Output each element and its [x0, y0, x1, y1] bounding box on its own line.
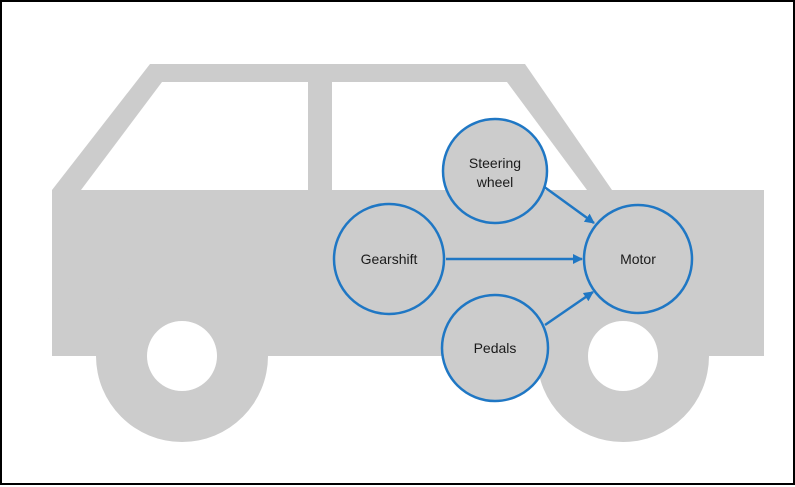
- node-label-pedals: Pedals: [474, 340, 517, 356]
- node-gearshift: Gearshift: [332, 202, 446, 316]
- node-circle: [441, 117, 549, 225]
- node-motor: Motor: [582, 203, 694, 315]
- node-circle: [440, 293, 550, 403]
- rear-window: [81, 82, 308, 190]
- edges: [446, 184, 595, 327]
- front-hubcap: [588, 321, 658, 391]
- edge-steering-to-motor: [542, 184, 595, 225]
- node-label-steering-line2: wheel: [476, 174, 514, 190]
- node-label-steering-line1: Steering: [469, 155, 521, 171]
- node-circle: [582, 203, 694, 315]
- node-label-motor: Motor: [620, 251, 656, 267]
- node-pedals: Pedals: [440, 293, 550, 403]
- rear-hubcap: [147, 321, 217, 391]
- node-steering-wheel: Steering wheel: [441, 117, 549, 225]
- edge-pedals-to-motor: [544, 290, 594, 327]
- node-label-gearshift: Gearshift: [361, 251, 418, 267]
- node-circle: [332, 202, 446, 316]
